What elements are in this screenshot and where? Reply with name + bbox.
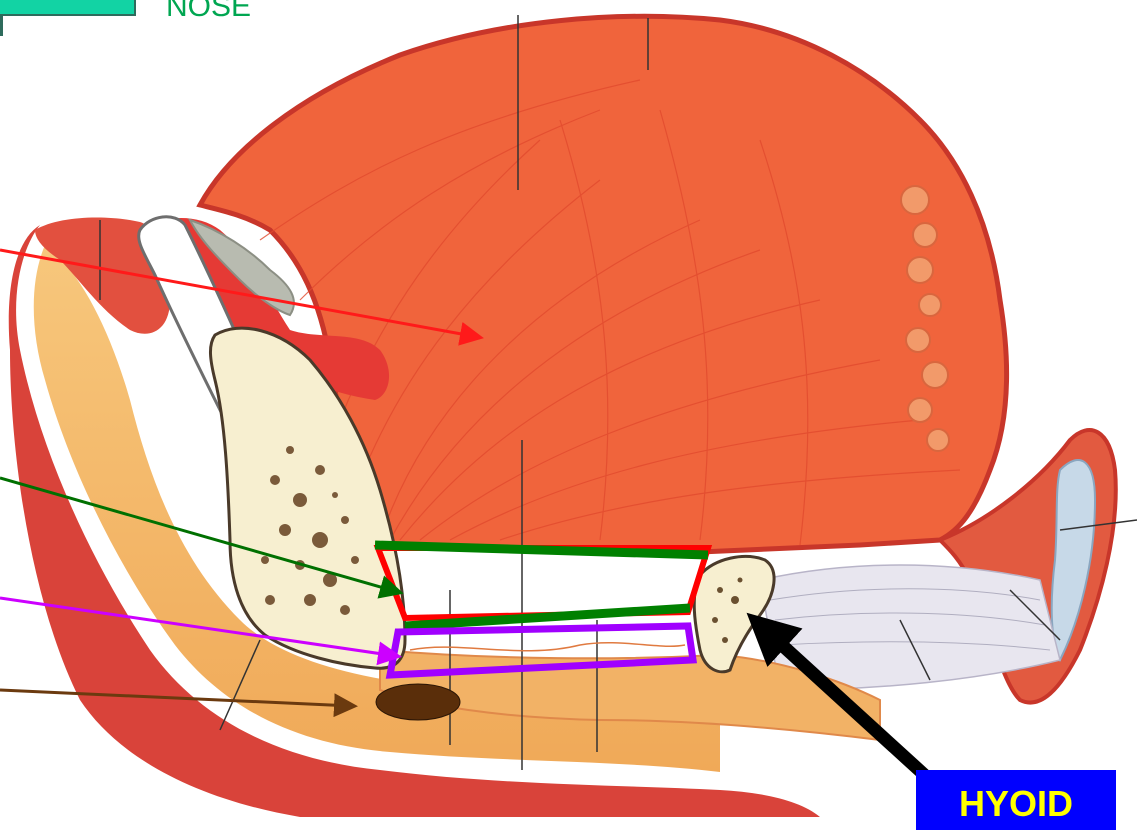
brown-oval-structure (376, 684, 460, 720)
diagram-canvas (0, 0, 1137, 817)
hyoid-label: HYOID (916, 770, 1116, 830)
tongue-anatomy-diagram: NOSE HYOID (0, 0, 1137, 817)
nose-label: NOSE (166, 0, 251, 24)
hyoid-bone (694, 556, 774, 671)
nose-tab-box (0, 0, 136, 16)
nose-tab-connector (0, 14, 3, 36)
